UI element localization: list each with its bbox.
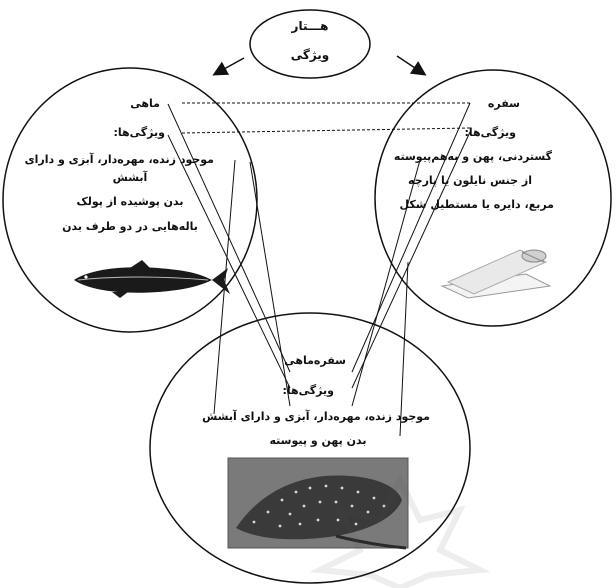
right-name: سفره (488, 97, 520, 111)
link-right-2 (352, 132, 470, 388)
arrow-to-left (215, 58, 244, 74)
right-trait-3: مربع، دایره یا مستطیل شکل (400, 198, 555, 212)
left-features-label: ویژگی‌ها: (114, 126, 166, 140)
left-trait-4: باله‌هایی در دو طرف بدن (46, 220, 214, 234)
bottom-name: سفره‌ماهی (284, 354, 346, 368)
link-right-3 (352, 160, 420, 406)
left-trait-2: آبشش (46, 171, 214, 185)
bottom-features-label: ویژگی‌ها: (283, 384, 335, 398)
right-features-label: ویژگی‌ها: (465, 126, 517, 140)
link-right-1 (352, 103, 470, 372)
tablecloth-roll-icon (442, 250, 550, 298)
left-trait-3: بدن پوشیده از پولک (46, 195, 214, 209)
bottom-trait-2: بدن پهن و پیوسته (206, 434, 430, 448)
link-left-4 (250, 162, 290, 406)
watermark-pattern-icon (300, 470, 500, 588)
arrow-to-right (397, 56, 424, 74)
bottom-trait-1: موجود زنده، مهره‌دار، آبزی و دارای آبشش (206, 410, 430, 424)
top-title: هـــتار (255, 19, 365, 33)
right-trait-2: از جنس نایلون یا پارچه (408, 174, 532, 188)
left-name: ماهی (130, 97, 160, 111)
right-trait-1: گستردنی، پهن و به‌هم‌پیوسته (394, 150, 552, 164)
left-trait-1: موجود زنده، مهره‌دار، آبزی و دارای (46, 153, 214, 167)
fish-icon (74, 260, 230, 298)
top-subtitle: ویژگی (255, 48, 365, 62)
dashed-link-features (182, 128, 470, 133)
